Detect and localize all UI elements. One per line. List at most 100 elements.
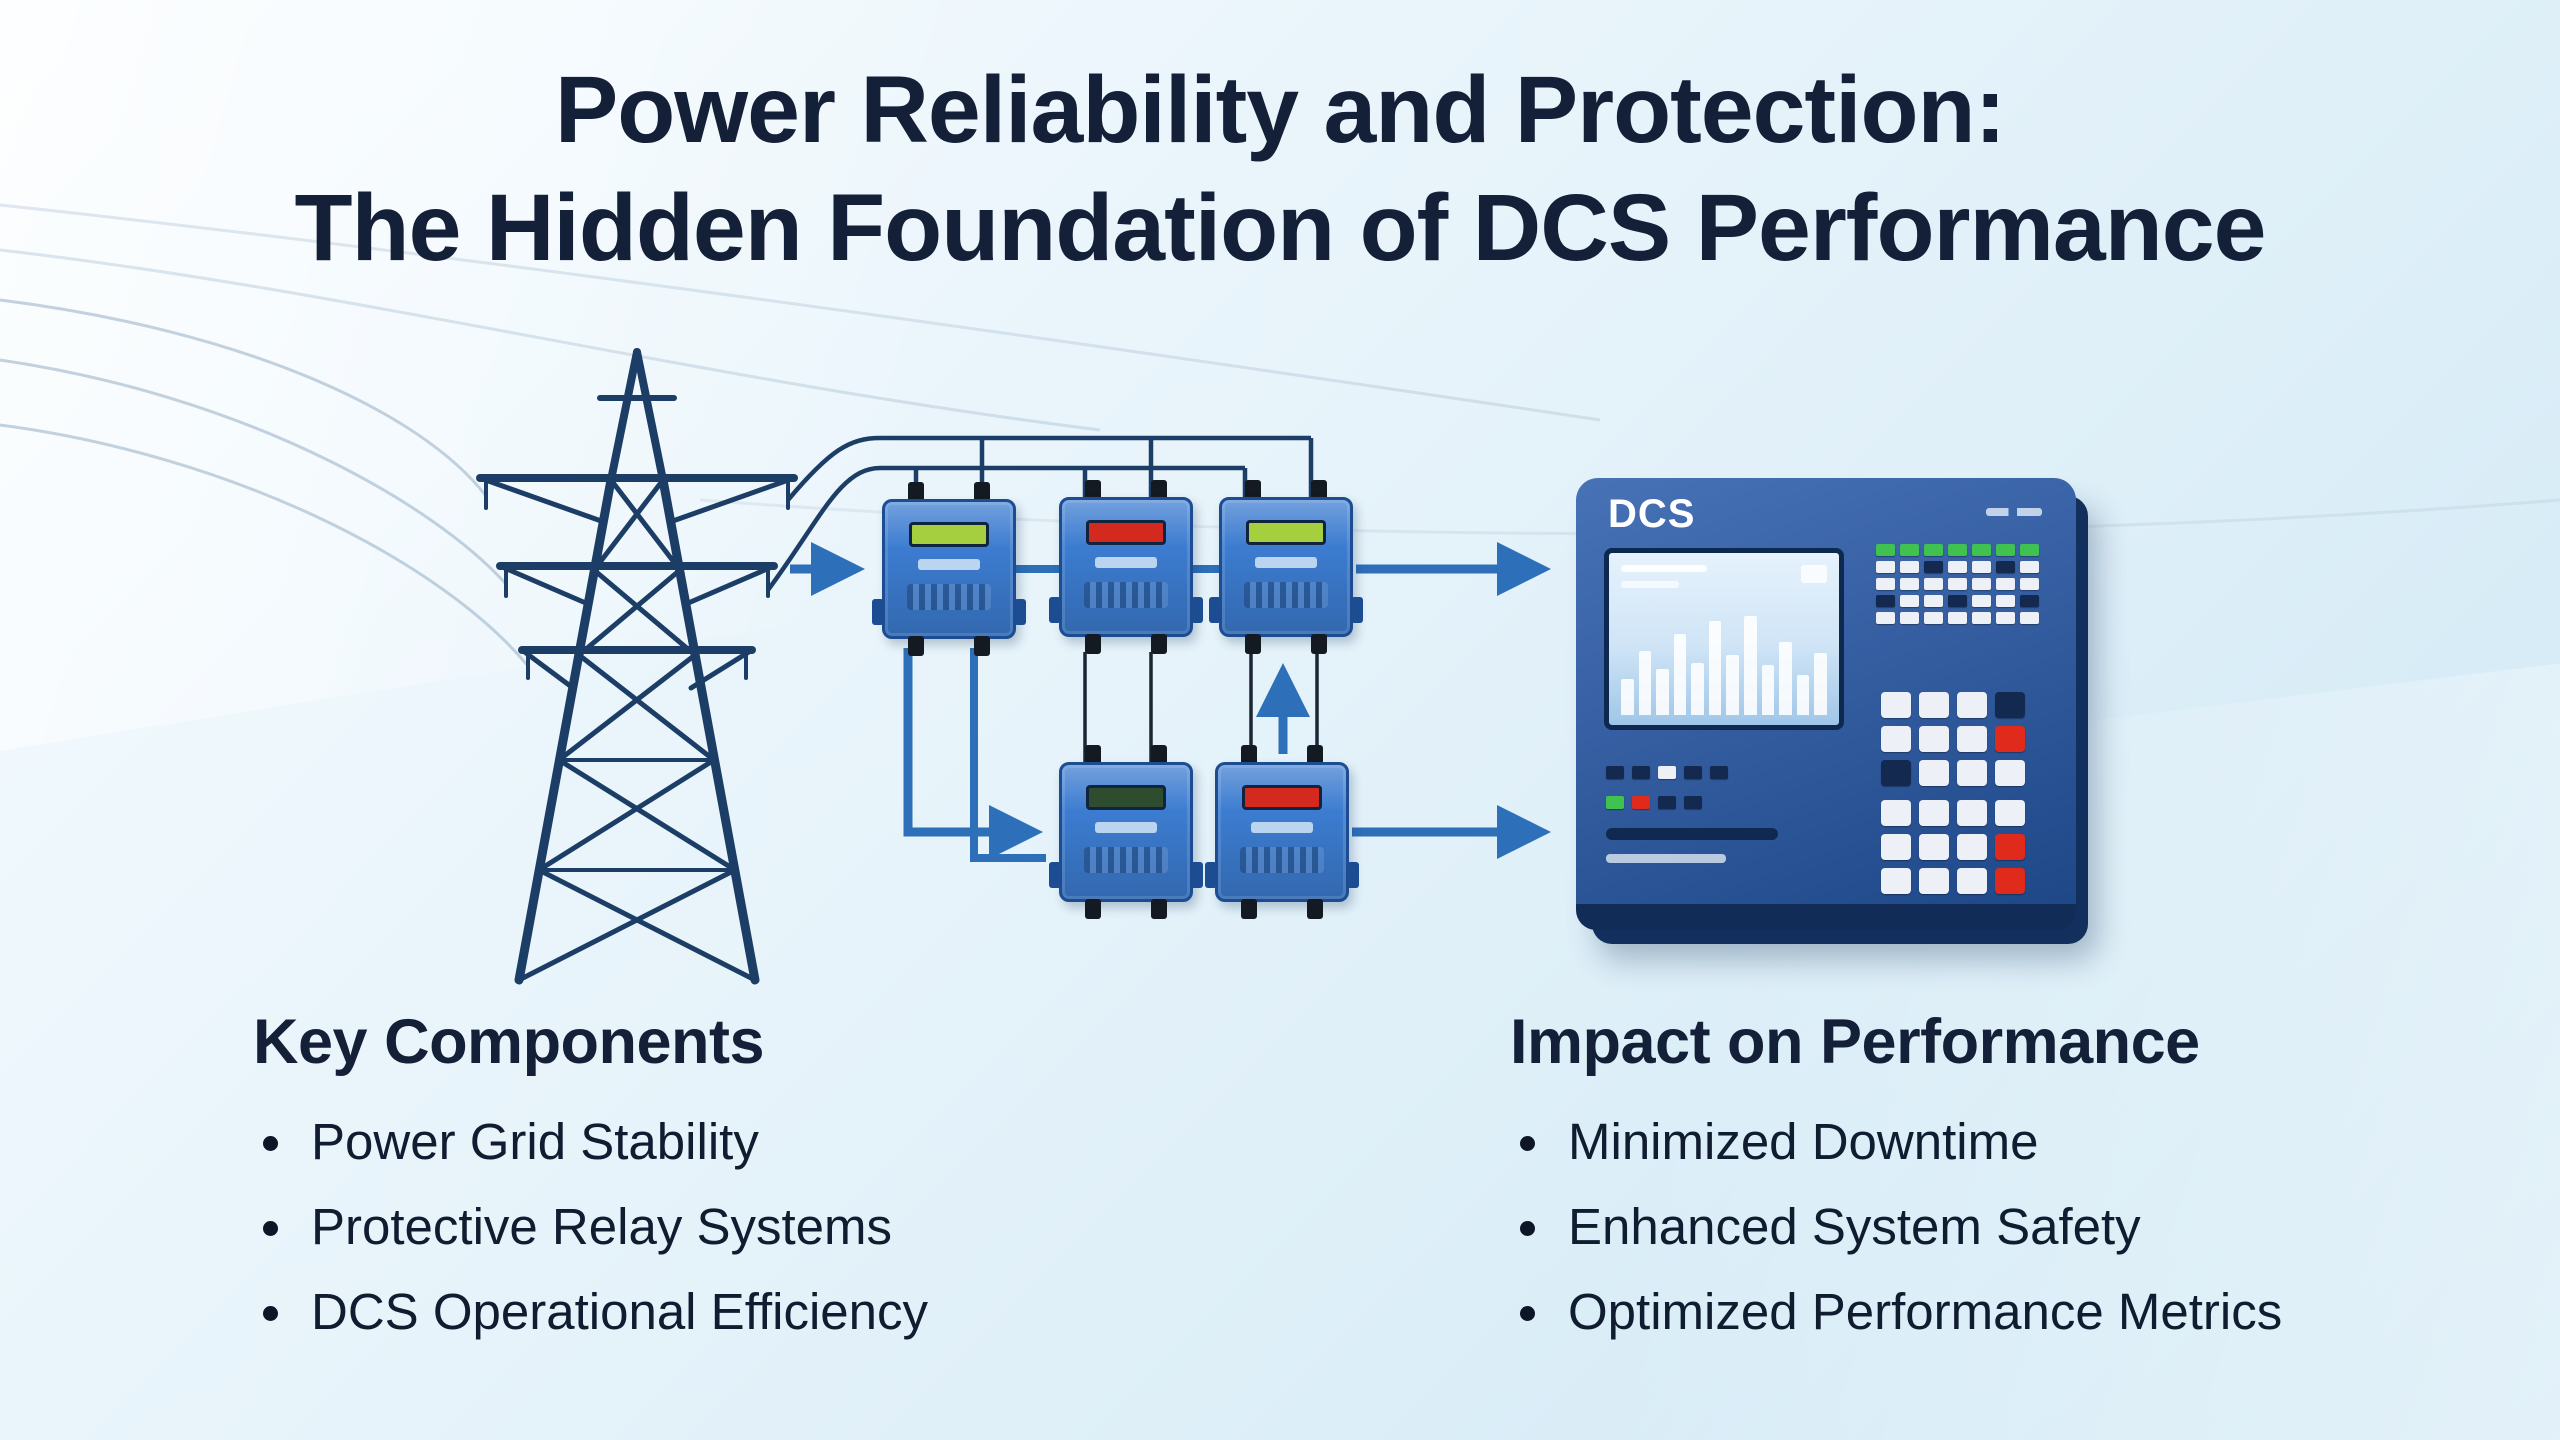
page-title: Power Reliability and Protection: The Hi…: [0, 52, 2560, 288]
panel-key: [1957, 868, 1987, 894]
panel-footer: [1576, 904, 2076, 930]
panel-keypad-top: [1876, 544, 2039, 624]
panel-key: [1658, 796, 1676, 809]
relay-terminal: [1085, 899, 1101, 919]
panel-key: [2020, 561, 2039, 573]
impact-section: Impact on Performance Minimized Downtime…: [1510, 1006, 2282, 1367]
panel-key: [1881, 868, 1911, 894]
screen-bar: [1638, 650, 1652, 715]
mount-tab: [1351, 597, 1363, 623]
panel-key: [1684, 766, 1702, 779]
relay-body: [1059, 497, 1193, 637]
dcs-screen: [1604, 548, 1844, 730]
panel-key: [1957, 692, 1987, 718]
screen-bar: [1744, 616, 1757, 715]
relay-terminal: [1245, 634, 1261, 654]
screen-text-line: [1621, 565, 1707, 572]
panel-key: [1900, 578, 1919, 590]
screen-bar: [1708, 621, 1722, 715]
relay-display: [1086, 785, 1166, 810]
panel-key: [1924, 578, 1943, 590]
list-item: Optimized Performance Metrics: [1510, 1282, 2282, 1341]
relay-body: [1219, 497, 1353, 637]
protective-relay-2: [1049, 480, 1203, 654]
panel-key: [1995, 800, 2025, 826]
relay-display: [1242, 785, 1322, 810]
panel-key: [1876, 544, 1895, 556]
relay-vent: [1244, 582, 1328, 608]
screen-bar: [1621, 678, 1634, 715]
relay-display: [909, 522, 989, 547]
relay-body: [1059, 762, 1193, 902]
protective-relay-4: [1049, 745, 1203, 919]
relay-label: [918, 559, 980, 570]
panel-key: [1972, 544, 1991, 556]
panel-key: [1957, 760, 1987, 786]
mount-tab: [1347, 862, 1359, 888]
screen-text-line: [1621, 581, 1679, 588]
panel-key: [1924, 561, 1943, 573]
panel-key: [1948, 578, 1967, 590]
panel-key: [1919, 868, 1949, 894]
panel-key: [1996, 595, 2015, 607]
panel-key: [1995, 692, 2025, 718]
panel-indicator-row: [1606, 766, 1728, 779]
panel-key: [1881, 726, 1911, 752]
relay-terminal: [1241, 899, 1257, 919]
panel-key: [1996, 544, 2015, 556]
list-item: Protective Relay Systems: [253, 1197, 928, 1256]
panel-key: [1632, 796, 1650, 809]
panel-key: [2020, 544, 2039, 556]
relay-terminal: [1151, 634, 1167, 654]
relay-label: [1095, 822, 1157, 833]
relay-terminal: [1311, 634, 1327, 654]
impact-heading: Impact on Performance: [1510, 1007, 2200, 1077]
panel-key: [1948, 612, 1967, 624]
panel-key: [1924, 544, 1943, 556]
panel-key: [1900, 612, 1919, 624]
title-line-1: Power Reliability and Protection:: [554, 57, 2006, 163]
relay-terminal: [1307, 899, 1323, 919]
panel-key: [1876, 578, 1895, 590]
panel-keypad-mid: [1881, 692, 2025, 786]
panel-key: [1972, 595, 1991, 607]
screen-widget: [1801, 565, 1827, 583]
panel-key: [1924, 595, 1943, 607]
panel-key: [1972, 612, 1991, 624]
relay-label: [1251, 822, 1313, 833]
mount-tab: [872, 599, 884, 625]
panel-key: [1919, 800, 1949, 826]
protective-relay-3: [1209, 480, 1363, 654]
screen-bar: [1814, 652, 1827, 715]
list-item: DCS Operational Efficiency: [253, 1282, 928, 1341]
screen-bar-chart: [1621, 611, 1827, 715]
relay-terminal: [1151, 899, 1167, 919]
mount-tab: [1049, 862, 1061, 888]
panel-key: [1876, 561, 1895, 573]
panel-key: [1606, 766, 1624, 779]
screen-bar: [1761, 665, 1775, 715]
panel-key: [1948, 544, 1967, 556]
panel-key: [1900, 544, 1919, 556]
panel-logo-mark: [1986, 508, 2042, 516]
panel-key: [2020, 578, 2039, 590]
panel-slot: [1606, 854, 1726, 863]
panel-key: [1957, 800, 1987, 826]
screen-bar: [1656, 669, 1669, 715]
mount-tab: [1049, 597, 1061, 623]
protective-relay-5: [1205, 745, 1359, 919]
panel-key: [1996, 612, 2015, 624]
panel-key: [1995, 868, 2025, 894]
panel-key: [1919, 834, 1949, 860]
panel-keypad-bottom: [1881, 800, 2025, 894]
panel-key: [1684, 796, 1702, 809]
panel-key: [1919, 760, 1949, 786]
relay-display: [1246, 520, 1326, 545]
relay-terminal: [974, 636, 990, 656]
panel-key: [1900, 595, 1919, 607]
screen-bar: [1726, 654, 1740, 715]
panel-key: [1948, 561, 1967, 573]
relay-terminal: [1085, 634, 1101, 654]
panel-indicator-row: [1606, 796, 1702, 809]
